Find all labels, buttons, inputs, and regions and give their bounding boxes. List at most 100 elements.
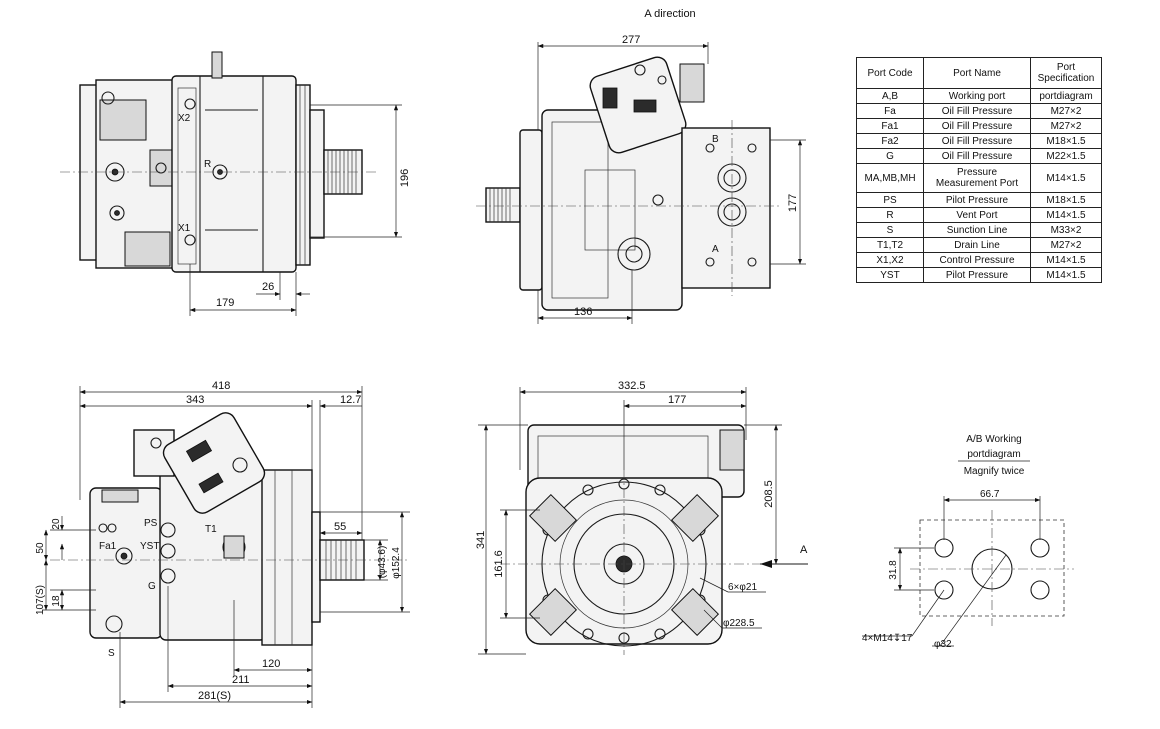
cell-port-spec: M18×1.5: [1030, 192, 1102, 208]
dim-120: 120: [262, 658, 280, 670]
port-label-b: B: [712, 134, 719, 145]
port-label-s: S: [108, 648, 115, 659]
dim-18: 18: [51, 595, 62, 607]
cell-port-code: S: [856, 222, 924, 238]
dim-152-4: φ152.4: [391, 547, 402, 579]
ab-detail-title-2: portdiagram: [967, 449, 1020, 460]
view-title-a-direction: A direction: [644, 8, 695, 20]
cell-port-spec: M27×2: [1030, 237, 1102, 253]
port-label-ps: PS: [144, 518, 158, 529]
dim-179: 179: [216, 297, 234, 309]
cell-port-name: Sunction Line: [923, 222, 1031, 238]
dim-107s: 107(S): [35, 585, 46, 615]
dim-196: 196: [399, 169, 411, 187]
cell-port-name: Oil Fill Pressure: [923, 133, 1031, 149]
cell-port-code: MA,MB,MH: [856, 163, 924, 193]
port-label-t1: T1: [205, 524, 217, 535]
cell-port-spec: M18×1.5: [1030, 133, 1102, 149]
cell-port-code: PS: [856, 192, 924, 208]
cell-port-spec: M14×1.5: [1030, 163, 1102, 193]
port-label-g: G: [148, 581, 156, 592]
cell-port-name: Pilot Pressure: [923, 267, 1031, 283]
dim-332-5: 332.5: [618, 380, 646, 392]
thread-note: 4×M14↧17: [862, 633, 913, 644]
bottom-mid-view: A 332.5 177 208.5 341 161.6 6×φ21 φ228.5: [475, 380, 808, 655]
dim-66-7: 66.7: [980, 489, 1000, 500]
cell-port-spec: M14×1.5: [1030, 207, 1102, 223]
dim-343: 343: [186, 394, 204, 406]
table-header-row: Port Code Port Name Port Specification: [856, 57, 1102, 89]
header-port-spec: Port Specification: [1030, 57, 1102, 89]
cell-port-code: A,B: [856, 88, 924, 104]
bottom-left-view: PS Fa1 YST G T1 S 418 343 12.7 55: [35, 380, 410, 708]
cell-port-code: T1,T2: [856, 237, 924, 253]
cell-port-name: Oil Fill Pressure: [923, 118, 1031, 134]
cell-port-name: Working port: [923, 88, 1031, 104]
dim-228-5: φ228.5: [723, 618, 755, 629]
cell-port-name: Oil Fill Pressure: [923, 103, 1031, 119]
top-mid-view: A direction B A: [476, 8, 806, 324]
cell-port-spec: M27×2: [1030, 103, 1102, 119]
header-port-code: Port Code: [856, 57, 924, 89]
dim-208-5: 208.5: [763, 480, 775, 508]
port-table: Port Code Port Name Port Specification A…: [856, 57, 1102, 283]
cell-port-spec: M22×1.5: [1030, 148, 1102, 164]
cell-port-name: Drain Line: [923, 237, 1031, 253]
cell-port-code: Fa: [856, 103, 924, 119]
dim-31-8: 31.8: [888, 560, 899, 580]
cell-port-name: Pilot Pressure: [923, 192, 1031, 208]
cell-port-name: Vent Port: [923, 207, 1031, 223]
cell-port-code: YST: [856, 267, 924, 283]
ab-detail-subtitle: Magnify twice: [964, 466, 1025, 477]
direction-arrow-a: A: [800, 544, 808, 556]
dim-12-7: 12.7: [340, 394, 361, 406]
dim-177-top: 177: [787, 194, 799, 212]
dim-26: 26: [262, 281, 274, 293]
dim-136: 136: [574, 306, 592, 318]
port-label-a: A: [712, 244, 719, 255]
port-label-x1: X1: [178, 223, 191, 234]
dim-418: 418: [212, 380, 230, 392]
dim-161-6: 161.6: [493, 550, 505, 578]
dim-43-6: (φ43.6): [377, 546, 388, 579]
dim-177-bottom: 177: [668, 394, 686, 406]
cell-port-name: Control Pressure: [923, 252, 1031, 268]
top-left-view: X2 R X1 196 26 179: [60, 51, 411, 316]
cell-port-code: X1,X2: [856, 252, 924, 268]
dim-6x21: 6×φ21: [728, 582, 757, 593]
cell-port-code: Fa1: [856, 118, 924, 134]
cell-port-code: Fa2: [856, 133, 924, 149]
cell-port-code: R: [856, 207, 924, 223]
dim-211: 211: [232, 674, 250, 686]
port-label-fa1: Fa1: [99, 541, 117, 552]
dim-50: 50: [35, 542, 46, 554]
cell-port-code: G: [856, 148, 924, 164]
ab-detail-title: A/B Working: [966, 434, 1021, 445]
ab-port-detail: A/B Working portdiagram Magnify twice 66…: [862, 434, 1074, 650]
dim-55: 55: [334, 521, 346, 533]
header-port-name: Port Name: [923, 57, 1031, 89]
dim-20: 20: [51, 518, 62, 530]
port-label-yst: YST: [140, 541, 159, 552]
cell-port-spec: M33×2: [1030, 222, 1102, 238]
port-label-r: R: [204, 159, 211, 170]
cell-port-name: Oil Fill Pressure: [923, 148, 1031, 164]
bore-note: φ32: [934, 639, 952, 650]
port-label-x2: X2: [178, 113, 191, 124]
cell-port-spec: M14×1.5: [1030, 252, 1102, 268]
cell-port-spec: M27×2: [1030, 118, 1102, 134]
cell-port-spec: M14×1.5: [1030, 267, 1102, 283]
